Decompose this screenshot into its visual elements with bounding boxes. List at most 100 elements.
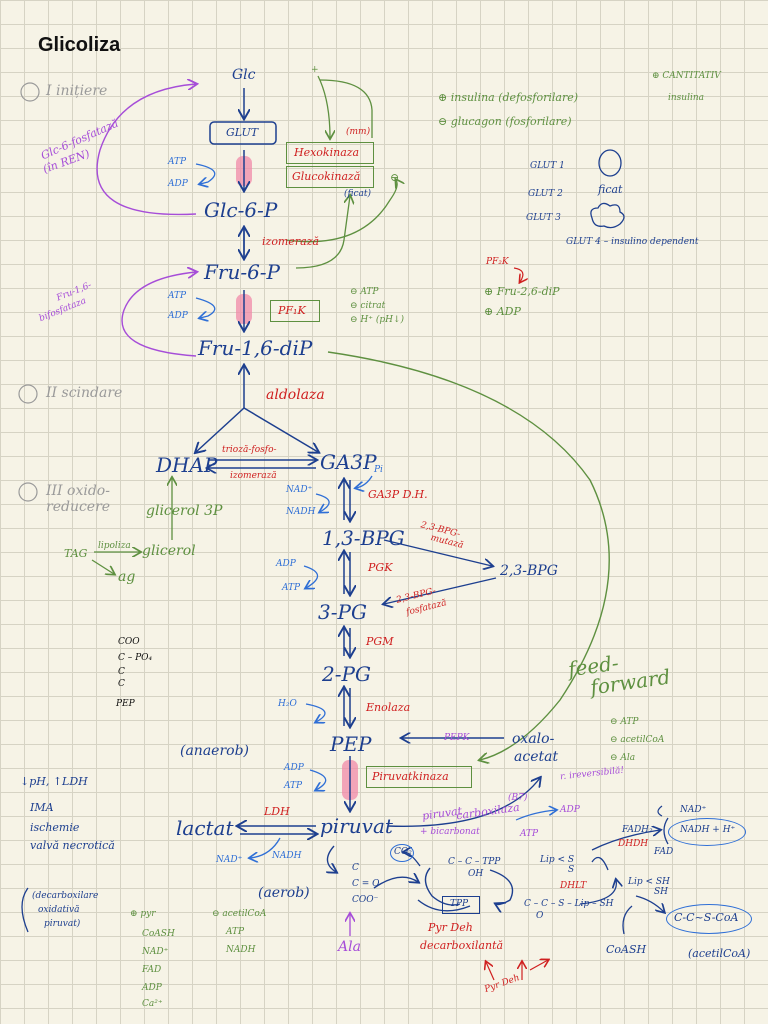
cofactor-adp-3: ADP [276,559,296,569]
metabolite-glc: Glc [232,67,256,83]
reg-pf1k-citrat: ⊖ citrat [350,301,386,311]
struct-pyr-c1: C [352,863,359,873]
glut-1: GLUT 1 [530,161,565,171]
struct-pyr-c2: C = O [352,879,380,889]
enzyme-pgk: PGK [368,561,393,574]
cofactor-co2: CO₂ [394,847,412,857]
plus-sign: + [311,65,319,75]
reg-pdh-pyr: ⊕ pyr [130,909,156,919]
metabolite-glc6p: Glc-6-P [204,198,278,222]
metabolite-pep: PEP [330,732,372,756]
cofactor-adp-5: ADP [560,805,580,815]
enzyme-pyr-deh-decarbox: decarboxilantă [420,939,504,952]
cofactor-nad-3: NAD⁺ [680,805,707,815]
glucokinaza-box [286,166,374,188]
reg-cantitativ-insulina: insulina [668,93,705,103]
phase-reducere: reducere [46,499,111,515]
metabolite-fru16dip: Fru-1,6-diP [198,336,313,360]
struct-lip-sh: Lip < SH [628,877,670,887]
struct-pep-cpo4: C – PO₄ [118,653,153,663]
glut-4: GLUT 4 – insulino dependent [566,237,699,247]
enzyme-ga3pdh: GA3P D.H. [368,488,428,501]
reg-pk-ala: ⊖ Ala [610,753,636,763]
struct-acetyl-o: O [536,911,544,921]
metabolite-ag: ag [118,569,136,585]
label-ficat: (ficat) [344,189,372,199]
page-title: Glicoliza [38,34,121,56]
reg-pk-acetilcoa: ⊖ acetilCoA [610,735,665,745]
struct-lip-sh2: SH [654,887,669,897]
label-aerob: (aerob) [258,885,310,901]
metabolite-tag: TAG [64,547,88,560]
enzyme-triozo-2: izomerază [230,471,277,481]
reg-insulina: ⊕ insulina (defosforilare) [438,91,579,104]
reg-pdh-fad: FAD [142,965,162,975]
cofactor-nad-2: NAD⁺ [216,855,243,865]
cofactor-atp-3: ATP [282,583,301,593]
blood-cell-icon [598,149,622,177]
metabolite-coash: CoASH [606,943,647,956]
enzyme-dhdh: DHDH [618,839,649,849]
enzyme-aldolaza: aldolaza [266,387,325,403]
label-anaerob: (anaerob) [180,743,250,759]
struct-acetyl-lip: C – C – S – Lip – SH [524,899,614,909]
cofactor-atp-1: ATP [168,157,187,167]
condition-ima: IMA [30,801,54,814]
cofactor-nadh-1: NADH [286,507,316,517]
reg-pf1k-h: ⊖ H⁺ (pH↓) [350,315,405,325]
struct-lip-s2: S [568,865,575,875]
reg-fru26dip: ⊕ Fru-2,6-diP [484,285,560,298]
reg-pdh-coash: CoASH [142,929,175,939]
enzyme-pepk: PEPK [444,733,470,743]
acetilcoa-oval [666,904,752,934]
lipoliza-label: lipoliza [98,541,131,551]
enzyme-enolaza: Enolaza [366,701,411,714]
struct-pyr-c3: COO⁻ [352,895,379,905]
reg-pdh-ca: Ca²⁺ [142,999,163,1009]
cofactor-atp-2: ATP [168,291,187,301]
glut-3: GLUT 3 [526,213,561,223]
reg-pdh-inh-nadh: NADH [226,945,256,955]
phase-scindare: II scindare [46,385,123,401]
cofactor-fad: FAD [654,847,674,857]
struct-tpp-c: C – C – TPP [448,857,501,867]
reg-pf1k-atp: ⊖ ATP [350,287,379,297]
glut-label: GLUT [226,126,259,139]
piruvatkinaza-box [366,766,472,788]
struct-pep-c2: C [118,679,125,689]
reg-pf2k: PF₂K [486,257,509,267]
reg-pdh-nad: NAD⁺ [142,947,169,957]
struct-pep-c: C [118,667,125,677]
tpp-box [442,896,480,914]
cofactor-fadh2: FADH₂ [622,825,653,835]
enzyme-pgm: PGM [366,635,394,648]
phase-oxido: III oxido- [46,483,110,499]
metabolite-acetilcoa-struct: C-C~S-CoA [674,911,739,924]
cofactor-adp-1: ADP [168,179,188,189]
cofactor-h2o: H₂O [278,699,297,709]
reg-glucagon: ⊖ glucagon (fosforilare) [438,115,572,128]
cofactor-nadh-2: NADH [272,851,302,861]
metabolite-acetilcoa-name: (acetilCoA) [688,947,751,960]
enzyme-izomeraza: izomerază [262,235,320,248]
condition-ph-ldh: ↓pH, ↑LDH [20,775,88,788]
metabolite-lactat: lactat [176,816,234,840]
label-decarbox-2: oxidativă [38,905,80,915]
label-decarbox-1: (decarboxilare [32,891,99,901]
reg-pdh-adp: ADP [142,983,162,993]
metabolite-dhap: DHAP [156,453,218,477]
glut-2: GLUT 2 [528,189,563,199]
reg-pk-atp: ⊖ ATP [610,717,639,727]
struct-lip-s: Lip < S [540,855,575,865]
metabolite-13bpg: 1,3-BPG [322,526,405,550]
label-b7: (B7) [508,793,528,803]
label-mm: (mm) [346,127,371,137]
enzyme-glucokinaza: Glucokinază [292,170,361,183]
enzyme-ldh: LDH [264,805,290,818]
reg-pdh-inh-acetilcoa: ⊖ acetilCoA [212,909,267,919]
metabolite-fru6p: Fru-6-P [204,260,281,284]
reg-pdh-inh-atp: ATP [226,927,245,937]
enzyme-pf1k: PF₁K [278,304,306,317]
condition-valva: valvă necrotică [30,839,115,852]
